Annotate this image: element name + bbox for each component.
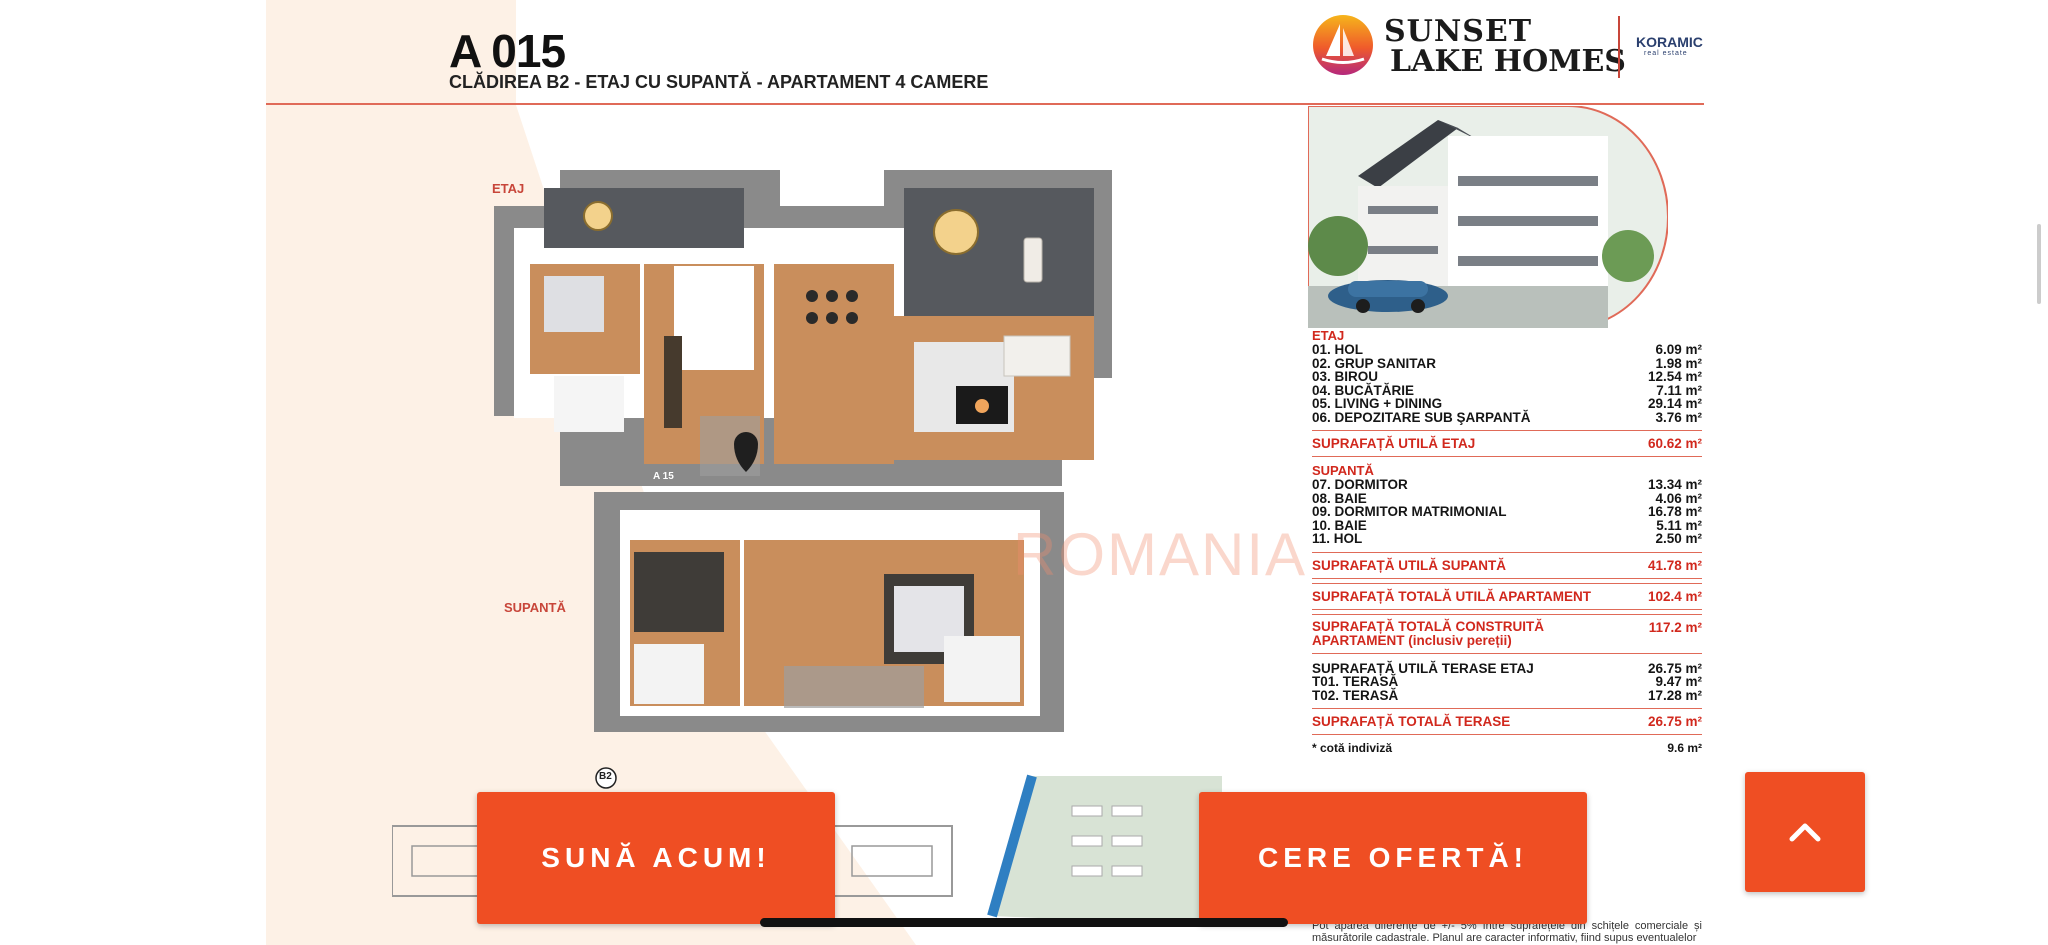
header-divider (266, 103, 1704, 105)
section-title-supanta: SUPANTĂ (1312, 463, 1374, 478)
building-render-image (1308, 106, 1668, 328)
floor-plan-drawing (494, 170, 1112, 732)
scroll-to-top-button[interactable] (1745, 772, 1865, 892)
unit-code: A 015 (449, 25, 566, 77)
brand-name-line1: SUNSET (1384, 14, 1533, 49)
unit-marker-label: A 15 (653, 471, 674, 482)
sunset-logo-icon (1313, 15, 1373, 75)
partner-logo: KORAMIC (1636, 34, 1703, 50)
partner-subtitle: real estate (1644, 50, 1688, 57)
call-now-button[interactable]: SUNĂ ACUM! (477, 792, 835, 924)
level-label-supanta: SUPANTĂ (504, 600, 566, 615)
section-title-etaj: ETAJ (1312, 328, 1345, 343)
request-offer-button[interactable]: CERE OFERTĂ! (1199, 792, 1587, 924)
unit-subtitle: CLĂDIREA B2 - ETAJ CU SUPANTĂ - APARTAME… (449, 72, 989, 92)
chevron-up-icon (1789, 823, 1821, 842)
total-construita: SUPRAFAȚĂ TOTALĂ CONSTRUITĂ APARTAMENT (… (1312, 613, 1702, 654)
home-indicator[interactable] (760, 918, 1288, 927)
floor-plan-document: A 015 CLĂDIREA B2 - ETAJ CU SUPANTĂ - AP… (266, 0, 1704, 945)
brand-separator (1618, 16, 1620, 78)
level-label-etaj: ETAJ (492, 181, 525, 196)
watermark-text: ROMANIA (1013, 521, 1308, 588)
scrollbar-thumb[interactable] (2037, 224, 2041, 304)
building-marker-b2: B2 (599, 771, 612, 782)
brand-name-line2: LAKE HOMES (1390, 44, 1626, 79)
